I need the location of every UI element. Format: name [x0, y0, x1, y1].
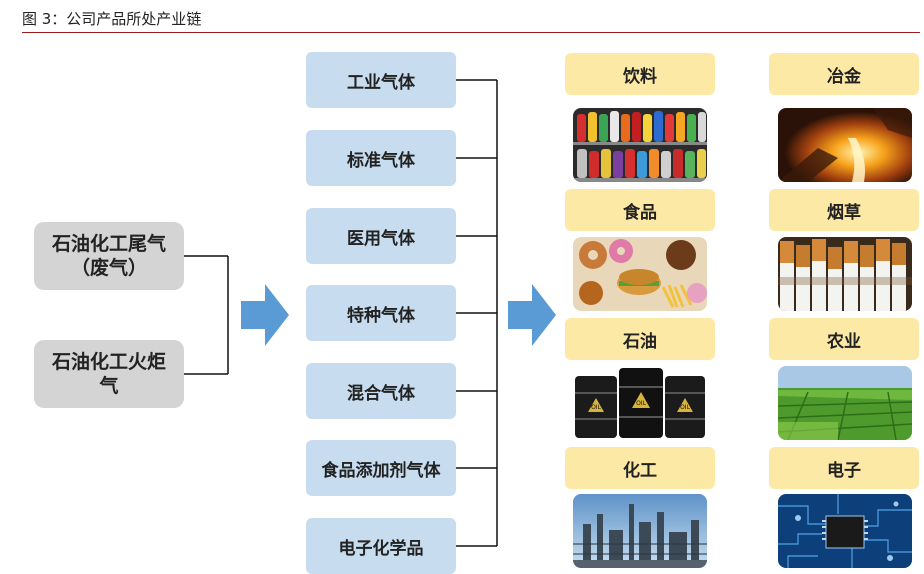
industry-label-electronics: 电子 — [769, 447, 919, 489]
gas-box-food-additive: 食品添加剂气体 — [306, 440, 456, 496]
chemical-plant-image — [573, 494, 707, 568]
barrel-2-oil-text: OIL — [636, 400, 646, 407]
industry-label-chemical: 化工 — [565, 447, 715, 489]
industry-label-tobacco: 烟草 — [769, 189, 919, 231]
flow-arrow-1 — [241, 284, 289, 346]
industry-label-beverage: 饮料 — [565, 53, 715, 95]
source-exhaust-line-2: （废气） — [70, 257, 147, 279]
oil-barrels-image: OIL OIL OIL — [573, 366, 707, 440]
gas-box-electronic-chemicals: 电子化学品 — [306, 518, 456, 574]
source-flare-line-1: 石油化工火炬 — [51, 351, 166, 373]
metallurgy-furnace-image — [778, 108, 912, 182]
source-box-flare: 石油化工火炬 气 — [34, 340, 184, 408]
industry-label-metallurgy: 冶金 — [769, 53, 919, 95]
industry-label-food: 食品 — [565, 189, 715, 231]
source-flare-line-2: 气 — [99, 375, 119, 397]
barrel-1-oil-text: OIL — [591, 404, 601, 411]
flow-arrow-2 — [508, 284, 556, 346]
gas-box-medical: 医用气体 — [306, 208, 456, 264]
gas-box-industrial: 工业气体 — [306, 52, 456, 108]
gas-box-standard: 标准气体 — [306, 130, 456, 186]
gas-box-specialty: 特种气体 — [306, 285, 456, 341]
gas-box-mixed: 混合气体 — [306, 363, 456, 419]
source-exhaust-line-1: 石油化工尾气 — [51, 233, 166, 255]
caption-divider — [22, 32, 920, 33]
beverage-bottles-image — [573, 108, 707, 182]
tobacco-cigarettes-image — [778, 237, 912, 311]
source-box-exhaust: 石油化工尾气 （废气） — [34, 222, 184, 290]
industry-label-agriculture: 农业 — [769, 318, 919, 360]
figure-caption: 图 3：公司产品所处产业链 — [22, 10, 202, 28]
industry-label-petroleum: 石油 — [565, 318, 715, 360]
agriculture-fields-image — [778, 366, 912, 440]
barrel-3-oil-text: OIL — [680, 404, 690, 411]
food-platter-image — [573, 237, 707, 311]
electronics-circuit-image — [778, 494, 912, 568]
